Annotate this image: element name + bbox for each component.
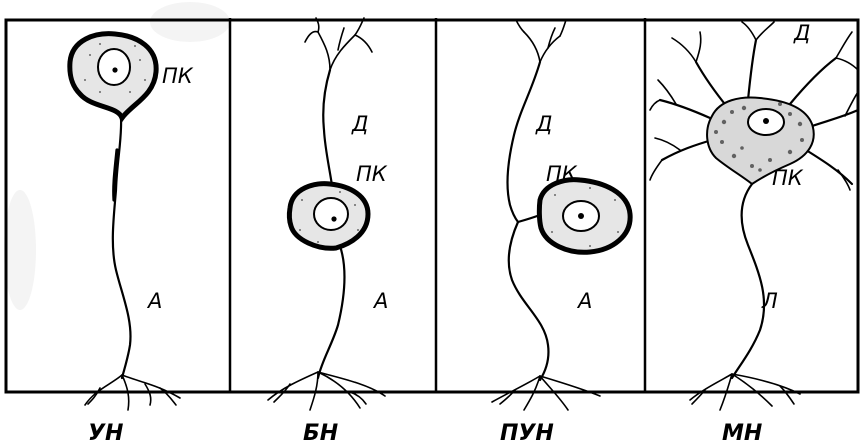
panel-bipolar: Д ПК А БН [268,18,388,446]
nucleus [314,198,348,230]
label-a: А [146,289,162,313]
dendrites [516,20,566,62]
caption-multipolar: МН [722,421,762,446]
label-a: А [576,289,592,313]
label-d: Д [351,112,368,136]
panel-multipolar: Д ПК Л МН [650,21,858,446]
axon [732,184,764,378]
label-pk: ПК [546,162,578,186]
panel-unipolar: ПК А УН [70,34,194,446]
label-d: Д [535,112,552,136]
label-a: А [372,289,388,313]
label-d: Д [793,21,810,45]
label-pk: ПК [772,166,804,190]
caption-unipolar: УН [88,421,123,446]
dendrite-shaft [507,62,540,222]
caption-pseudounipolar: ПУН [500,421,554,446]
nucleus [98,49,130,85]
label-pk: ПК [356,162,388,186]
panel-pseudounipolar: Д ПК А ПУН [492,20,630,446]
dendrite-shaft [323,70,333,192]
caption-bipolar: БН [303,421,338,446]
label-pk: ПК [162,64,194,88]
axon [318,246,344,378]
stem-process [518,215,540,222]
axon [509,222,549,380]
dendrites [305,18,372,70]
label-a: Л [761,289,778,313]
